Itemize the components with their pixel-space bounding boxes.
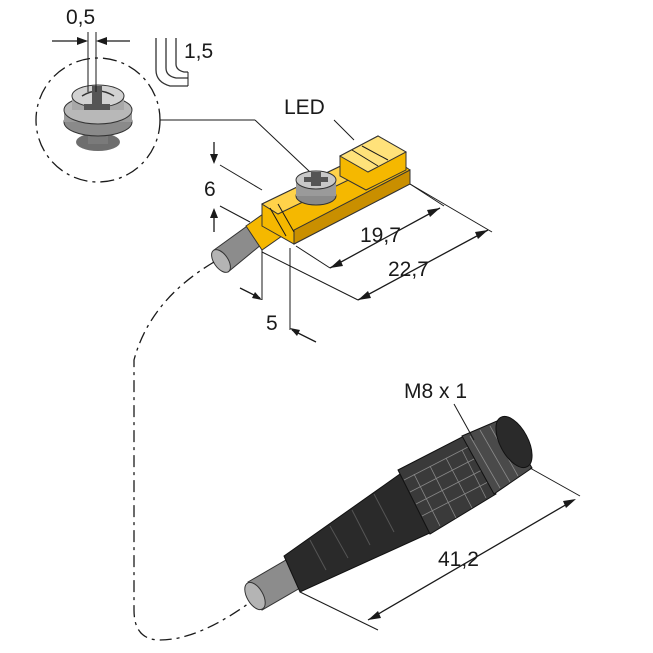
screw-detail-icon	[63, 84, 133, 151]
led-label: LED	[284, 96, 325, 119]
slot-width-label: 0,5	[66, 6, 95, 29]
led-callout: LED	[284, 96, 355, 141]
offset-label: 5	[266, 312, 278, 335]
screw-detail-group	[35, 57, 311, 183]
total-length-label: 22,7	[388, 258, 429, 281]
offset-dimension: 5	[239, 248, 317, 343]
m8-connector	[244, 415, 533, 611]
height-dimension: 6	[204, 142, 263, 232]
sensor-screw	[295, 170, 337, 206]
slot-width-dimension: 0,5	[52, 6, 130, 92]
tool-size-label: 1,5	[184, 40, 213, 63]
connector-length-label: 41,2	[438, 548, 479, 571]
sensor-body	[211, 135, 411, 273]
connector-length-dimension: 41,2	[299, 467, 581, 631]
thread-callout: M8 x 1	[404, 380, 475, 441]
inner-length-label: 19,7	[360, 224, 401, 247]
thread-label: M8 x 1	[404, 380, 467, 403]
height-label: 6	[204, 178, 216, 201]
hex-key-icon: 1,5	[155, 38, 213, 87]
length-dimensions: 19,7 22,7	[261, 183, 493, 301]
cable-path	[133, 261, 257, 641]
